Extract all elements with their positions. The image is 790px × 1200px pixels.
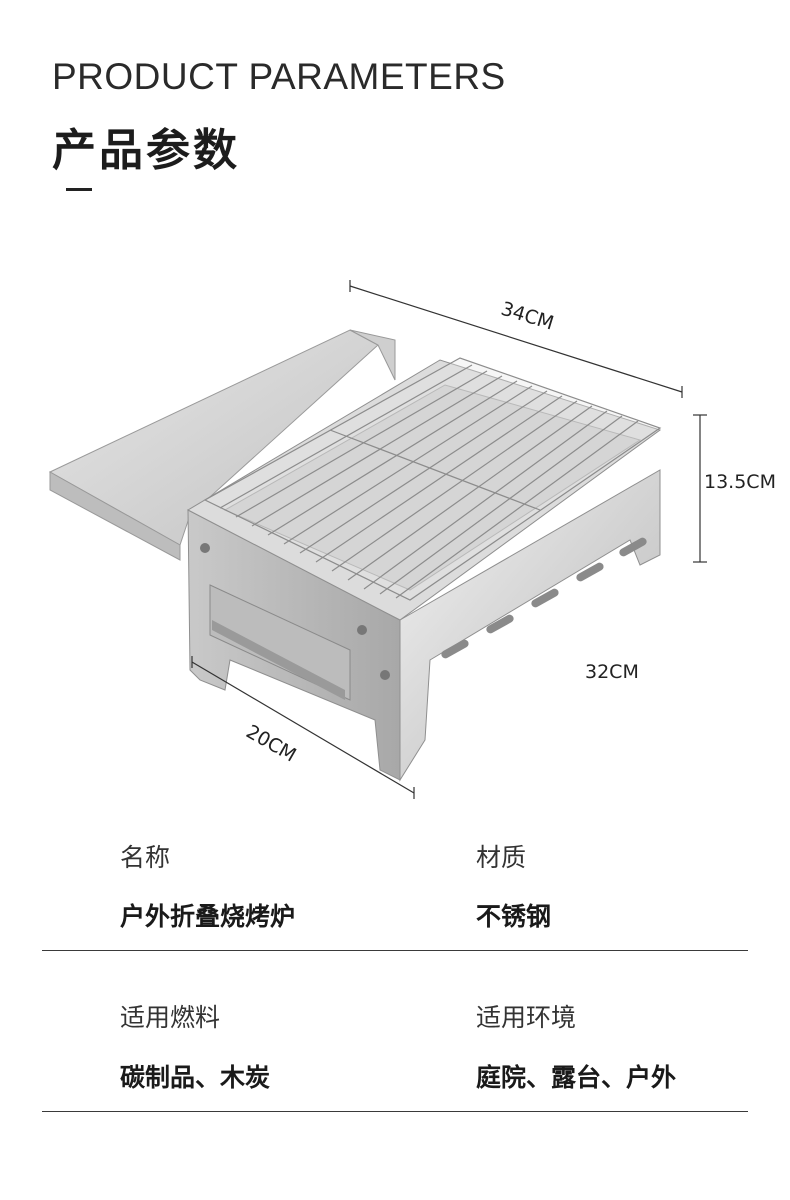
title-divider — [66, 188, 92, 191]
side-shelf — [48, 329, 396, 561]
dim-height-label: 13.5CM — [704, 471, 776, 493]
param-environment-value: 庭院、露台、户外 — [476, 1063, 677, 1092]
table-divider — [42, 950, 748, 951]
param-fuel-value: 碳制品、木炭 — [120, 1063, 271, 1092]
dim-depth-label: 20CM — [242, 721, 300, 767]
dim-side-label: 32CM — [585, 661, 639, 683]
param-name-value: 户外折叠烧烤炉 — [120, 902, 296, 931]
product-image: 34CM 13.5CM 32CM 20CM — [48, 280, 776, 799]
dimension-lines — [191, 280, 707, 799]
param-name-label: 名称 — [120, 843, 171, 872]
table-divider — [42, 1111, 748, 1112]
param-material-label: 材质 — [476, 843, 527, 872]
param-environment-label: 适用环境 — [476, 1003, 577, 1032]
page-title-cn: 产品参数 — [52, 125, 240, 176]
grill-grate — [203, 357, 662, 601]
dim-length-label: 34CM — [498, 298, 556, 335]
param-material-value: 不锈钢 — [476, 902, 552, 931]
page-title-en: PRODUCT PARAMETERS — [52, 56, 506, 97]
param-fuel-label: 适用燃料 — [120, 1003, 221, 1032]
